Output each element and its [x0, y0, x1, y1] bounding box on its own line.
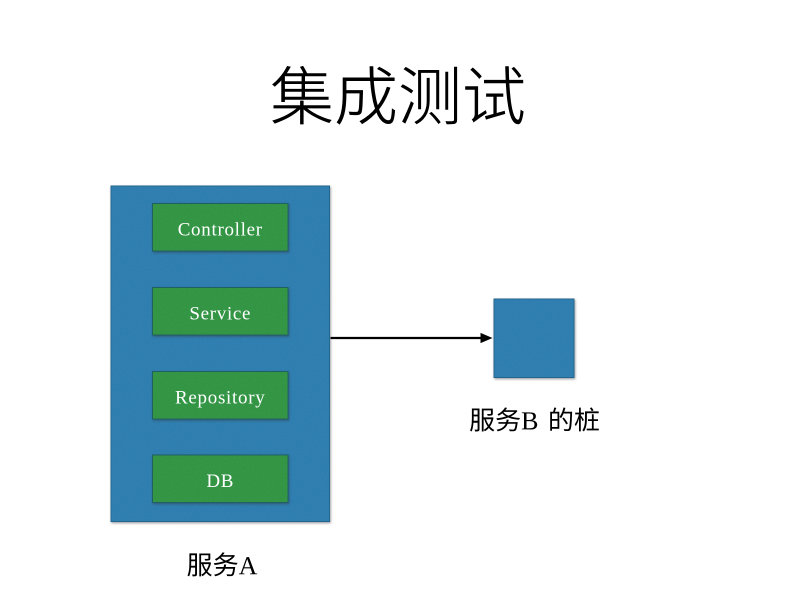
layer-repository-label: Repository: [175, 388, 265, 409]
layer-controller-texture: [152, 203, 288, 251]
layer-repository[interactable]: Repository: [152, 371, 289, 420]
layer-db-label: DB: [206, 471, 234, 492]
service-b-caption: 服务B 的桩: [470, 406, 600, 436]
layer-repository-texture: [152, 371, 288, 419]
arrow-a-to-b[interactable]: [330, 332, 493, 344]
arrow-head: [480, 332, 493, 344]
layer-service[interactable]: Service: [152, 287, 289, 336]
layer-db[interactable]: DB: [152, 454, 289, 503]
layer-db-texture: [152, 455, 288, 503]
layer-controller[interactable]: Controller: [152, 203, 289, 252]
service-a-caption: 服务A: [188, 551, 258, 581]
service-a-caption-glyphs: [187, 552, 258, 577]
layer-service-label: Service: [189, 304, 251, 325]
layer-service-texture: [152, 287, 288, 335]
slide-title: 集成测试: [272, 62, 528, 136]
service-b-caption-glyphs: [470, 407, 599, 432]
service-b-group: [493, 298, 575, 378]
service-b-texture: [494, 299, 574, 378]
layer-controller-label: Controller: [178, 220, 263, 241]
